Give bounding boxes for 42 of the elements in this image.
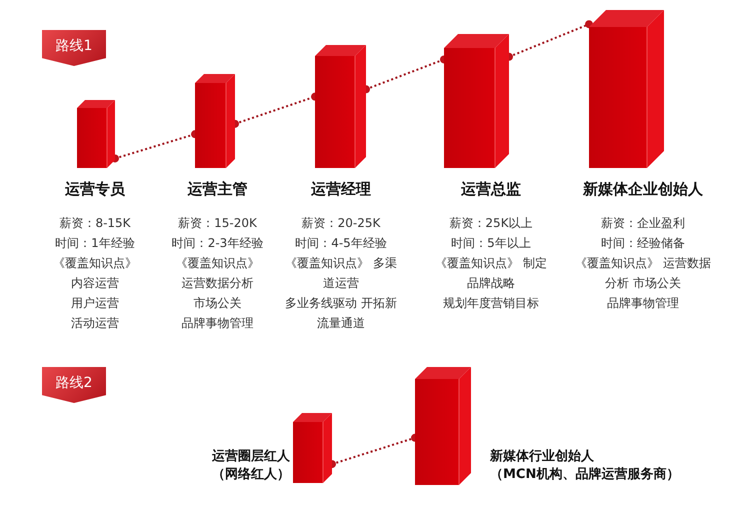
role-detail: 规划年度营销目标 — [443, 295, 539, 312]
role-detail: 用户运营 — [71, 295, 119, 312]
role-title: 运营总监 — [461, 180, 521, 199]
role-detail: 薪资：企业盈利 — [601, 215, 685, 232]
role-title: 运营专员 — [65, 180, 125, 199]
role-title: 运营主管 — [188, 180, 248, 199]
role-detail: 市场公关 — [194, 295, 242, 312]
role-detail: 品牌事物管理 — [607, 295, 679, 312]
role-detail: 《覆盖知识点》 — [53, 255, 137, 272]
role-title: 运营圈层红人 — [212, 448, 290, 465]
role-detail: 时间：4-5年经验 — [295, 235, 387, 252]
role-title: 新媒体行业创始人 — [490, 448, 594, 465]
bar-drawing — [415, 367, 471, 485]
bar-drawing — [315, 45, 366, 168]
route-badge: 路线2 — [42, 367, 106, 403]
role-detail: 薪资：8-15K — [59, 215, 131, 232]
role-detail: 时间：2-3年经验 — [172, 235, 264, 252]
bar-drawing — [77, 100, 115, 168]
role-detail: 薪资：20-25K — [302, 215, 380, 232]
role-title: 运营经理 — [311, 180, 371, 199]
role-detail: 《覆盖知识点》 — [176, 255, 260, 272]
role-detail: 《覆盖知识点》 运营数据分析 市场公关 — [574, 255, 712, 292]
role-detail: 品牌事物管理 — [182, 315, 254, 332]
role-detail: 《覆盖知识点》 制定品牌战略 — [434, 255, 548, 292]
role-title: 新媒体企业创始人 — [583, 180, 703, 199]
bar-drawing — [589, 10, 664, 168]
role-detail: 时间：经验储备 — [601, 235, 685, 252]
bar-drawing — [293, 413, 332, 483]
bar-drawing — [444, 34, 509, 168]
role-detail: 薪资：15-20K — [178, 215, 257, 232]
role-detail: 时间：1年经验 — [55, 235, 135, 252]
role-detail: 内容运营 — [71, 275, 119, 292]
role-note: （MCN机构、品牌运营服务商） — [490, 466, 680, 484]
role-detail: 活动运营 — [71, 315, 119, 332]
role-detail: 运营数据分析 — [182, 275, 254, 292]
bar-drawing — [195, 74, 235, 168]
role-detail: 多业务线驱动 开拓新流量通道 — [284, 295, 398, 332]
role-detail: 时间：5年以上 — [451, 235, 531, 252]
route-badge: 路线1 — [42, 30, 106, 66]
role-note: （网络红人） — [212, 466, 290, 484]
role-detail: 薪资：25K以上 — [449, 215, 533, 232]
role-detail: 《覆盖知识点》 多渠道运营 — [284, 255, 398, 292]
